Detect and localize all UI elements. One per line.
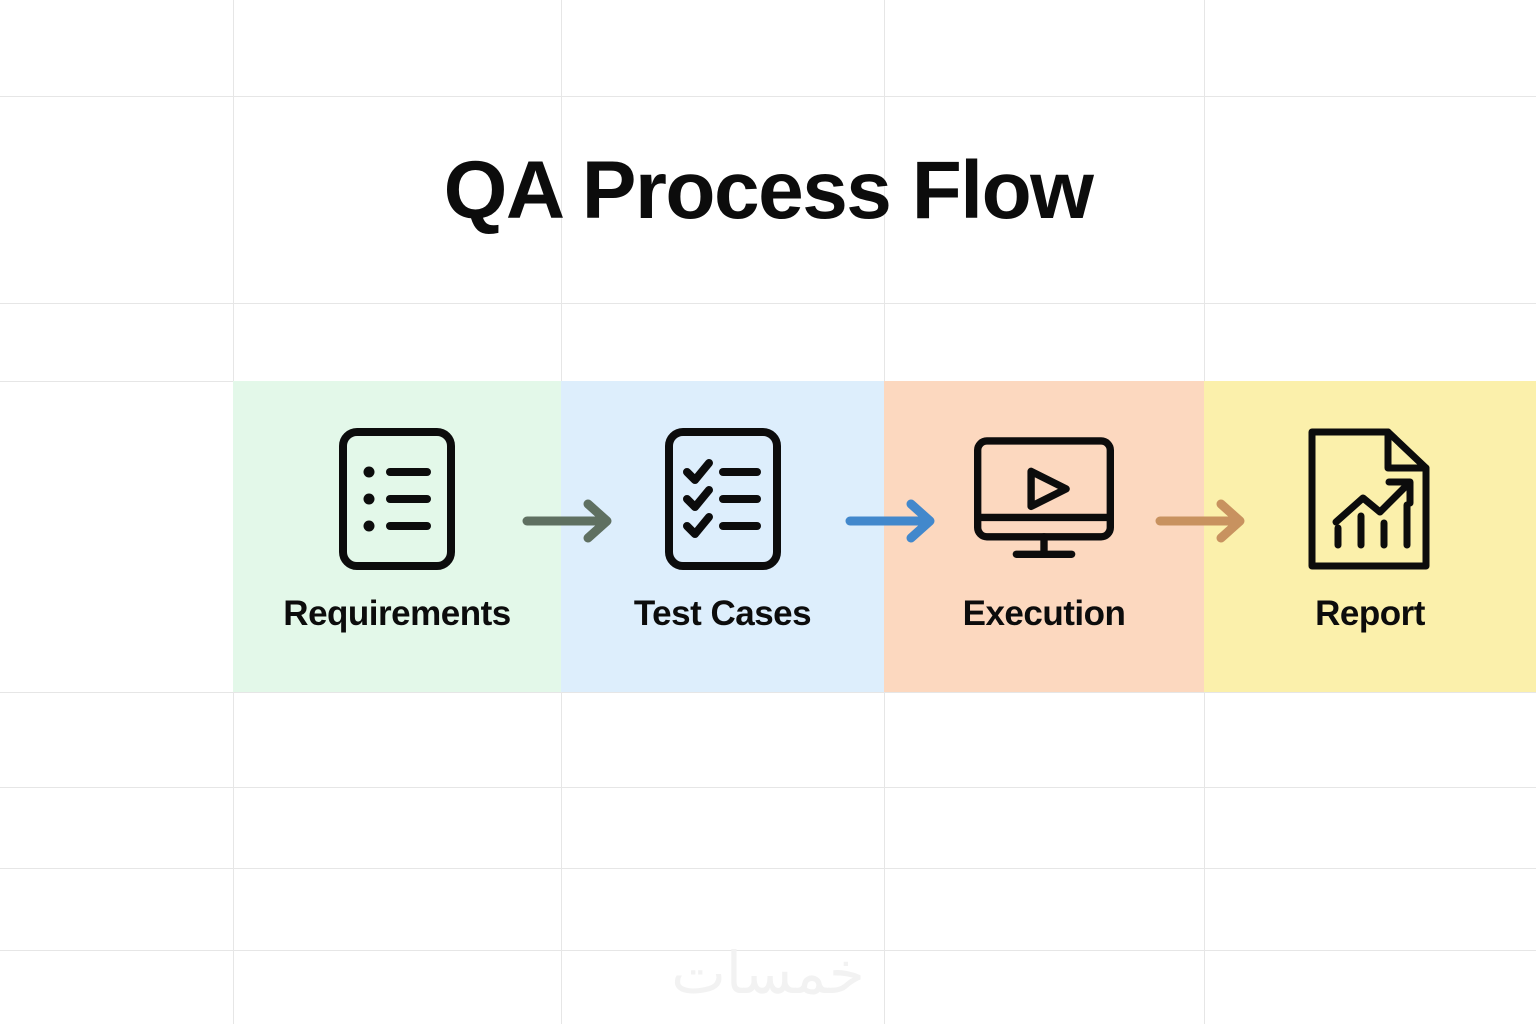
- grid-line-horizontal: [0, 787, 1536, 788]
- flow-stage-requirements[interactable]: Requirements: [233, 381, 561, 692]
- flow-stage-label: Test Cases: [633, 594, 812, 633]
- flow-stage-test-cases[interactable]: Test Cases: [561, 381, 884, 692]
- flow-stage-report[interactable]: Report: [1204, 381, 1536, 692]
- checklist-icon: [653, 424, 793, 574]
- flow-stage-label: Requirements: [283, 594, 511, 633]
- watermark: خمسات: [671, 939, 865, 1007]
- grid-line-horizontal: [0, 868, 1536, 869]
- flow-stage-label: Execution: [962, 594, 1126, 633]
- qa-process-flow: Requirements Test Cases: [233, 381, 1536, 692]
- report-chart-document-icon: [1300, 424, 1440, 574]
- grid-line-horizontal: [0, 692, 1536, 693]
- flow-stage-execution[interactable]: Execution: [884, 381, 1204, 692]
- document-list-icon: [327, 424, 467, 574]
- page-title: QA Process Flow: [443, 145, 1094, 236]
- monitor-play-icon: [974, 424, 1114, 574]
- grid-line-horizontal: [0, 303, 1536, 304]
- grid-line-horizontal: [0, 96, 1536, 97]
- flow-stage-label: Report: [1315, 594, 1425, 633]
